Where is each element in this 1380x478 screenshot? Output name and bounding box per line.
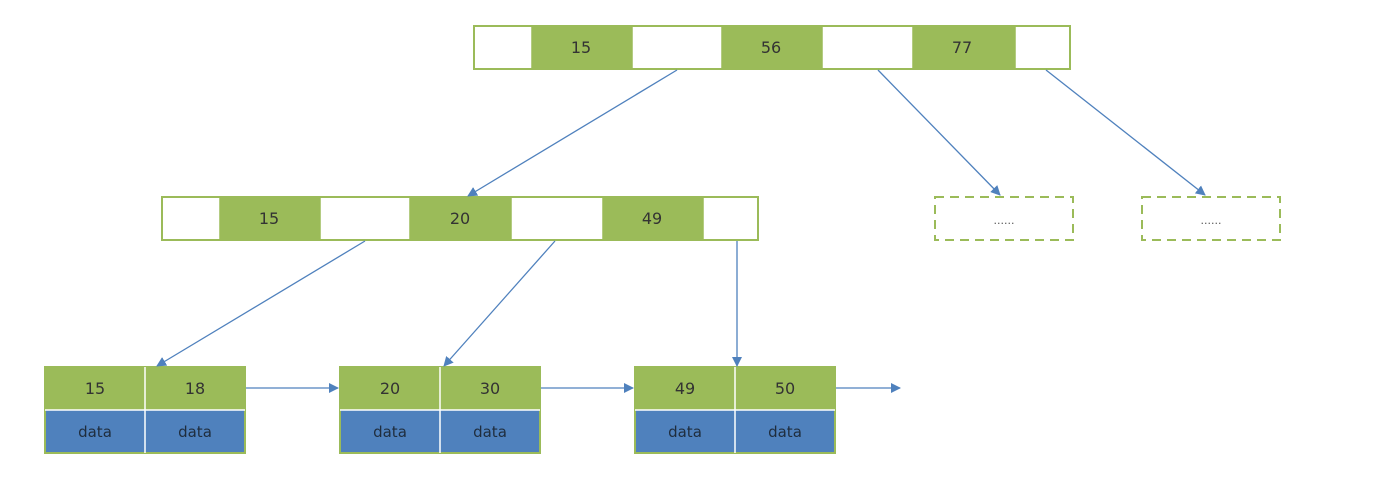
root-node-border bbox=[473, 25, 1071, 70]
root-to-internal-arrow bbox=[467, 69, 678, 197]
placeholder-label: ...... bbox=[1201, 214, 1222, 227]
placeholder-node: ...... bbox=[1141, 196, 1281, 241]
root-to-placeholder-arrow bbox=[877, 69, 1001, 196]
leaf-key-cell bbox=[735, 367, 835, 410]
leaf-key-label: 49 bbox=[675, 379, 695, 398]
internal-key-cell bbox=[220, 197, 320, 240]
leaf-data-cell bbox=[145, 410, 245, 453]
root-key-label: 15 bbox=[571, 38, 591, 57]
root-to-placeholder-arrow bbox=[1045, 69, 1206, 196]
internal-key-label: 15 bbox=[259, 209, 279, 228]
leaf-data-label: data bbox=[768, 423, 802, 441]
leaf-key-cell bbox=[440, 367, 540, 410]
root-pointer-cell bbox=[822, 26, 913, 69]
root-pointer-cell bbox=[474, 26, 532, 69]
leaf-key-cell bbox=[635, 367, 735, 410]
leaf-node: 49 50 data data bbox=[634, 366, 836, 454]
placeholder-node: ...... bbox=[934, 196, 1074, 241]
internal-key-label: 49 bbox=[642, 209, 662, 228]
leaf-data-cell bbox=[45, 410, 145, 453]
internal-pointer-cell bbox=[320, 197, 410, 240]
leaf-data-label: data bbox=[178, 423, 212, 441]
leaf-node: 20 30 data data bbox=[339, 366, 541, 454]
internal-pointer-cell bbox=[162, 197, 220, 240]
internal-to-leaf-arrow bbox=[156, 240, 366, 367]
leaf-data-cell bbox=[635, 410, 735, 453]
leaf-key-label: 30 bbox=[480, 379, 500, 398]
leaf-node: 15 18 data data bbox=[44, 366, 246, 454]
leaf-key-cell bbox=[145, 367, 245, 410]
internal-node: 15 20 49 bbox=[161, 196, 759, 241]
leaf-data-cell bbox=[440, 410, 540, 453]
leaf-key-cell bbox=[45, 367, 145, 410]
internal-key-cell bbox=[410, 197, 511, 240]
leaf-key-label: 15 bbox=[85, 379, 105, 398]
root-node: 15 56 77 bbox=[473, 25, 1071, 70]
root-pointer-cell bbox=[1015, 26, 1070, 69]
leaf-key-label: 20 bbox=[380, 379, 400, 398]
root-key-label: 77 bbox=[952, 38, 972, 57]
leaf-data-label: data bbox=[473, 423, 507, 441]
internal-key-cell bbox=[603, 197, 703, 240]
leaf-key-label: 18 bbox=[185, 379, 205, 398]
leaf-key-label: 50 bbox=[775, 379, 795, 398]
internal-pointer-cell bbox=[703, 197, 758, 240]
internal-to-leaf-arrow bbox=[443, 240, 556, 367]
internal-node-border bbox=[161, 196, 759, 241]
root-key-cell bbox=[913, 26, 1015, 69]
leaf-data-label: data bbox=[668, 423, 702, 441]
internal-key-label: 20 bbox=[450, 209, 470, 228]
leaf-data-label: data bbox=[78, 423, 112, 441]
placeholder-label: ...... bbox=[994, 214, 1015, 227]
root-key-cell bbox=[722, 26, 822, 69]
root-pointer-cell bbox=[632, 26, 722, 69]
root-key-cell bbox=[532, 26, 632, 69]
internal-pointer-cell bbox=[511, 197, 603, 240]
leaf-data-cell bbox=[340, 410, 440, 453]
root-key-label: 56 bbox=[761, 38, 781, 57]
leaf-data-cell bbox=[735, 410, 835, 453]
leaf-data-label: data bbox=[373, 423, 407, 441]
leaf-key-cell bbox=[340, 367, 440, 410]
